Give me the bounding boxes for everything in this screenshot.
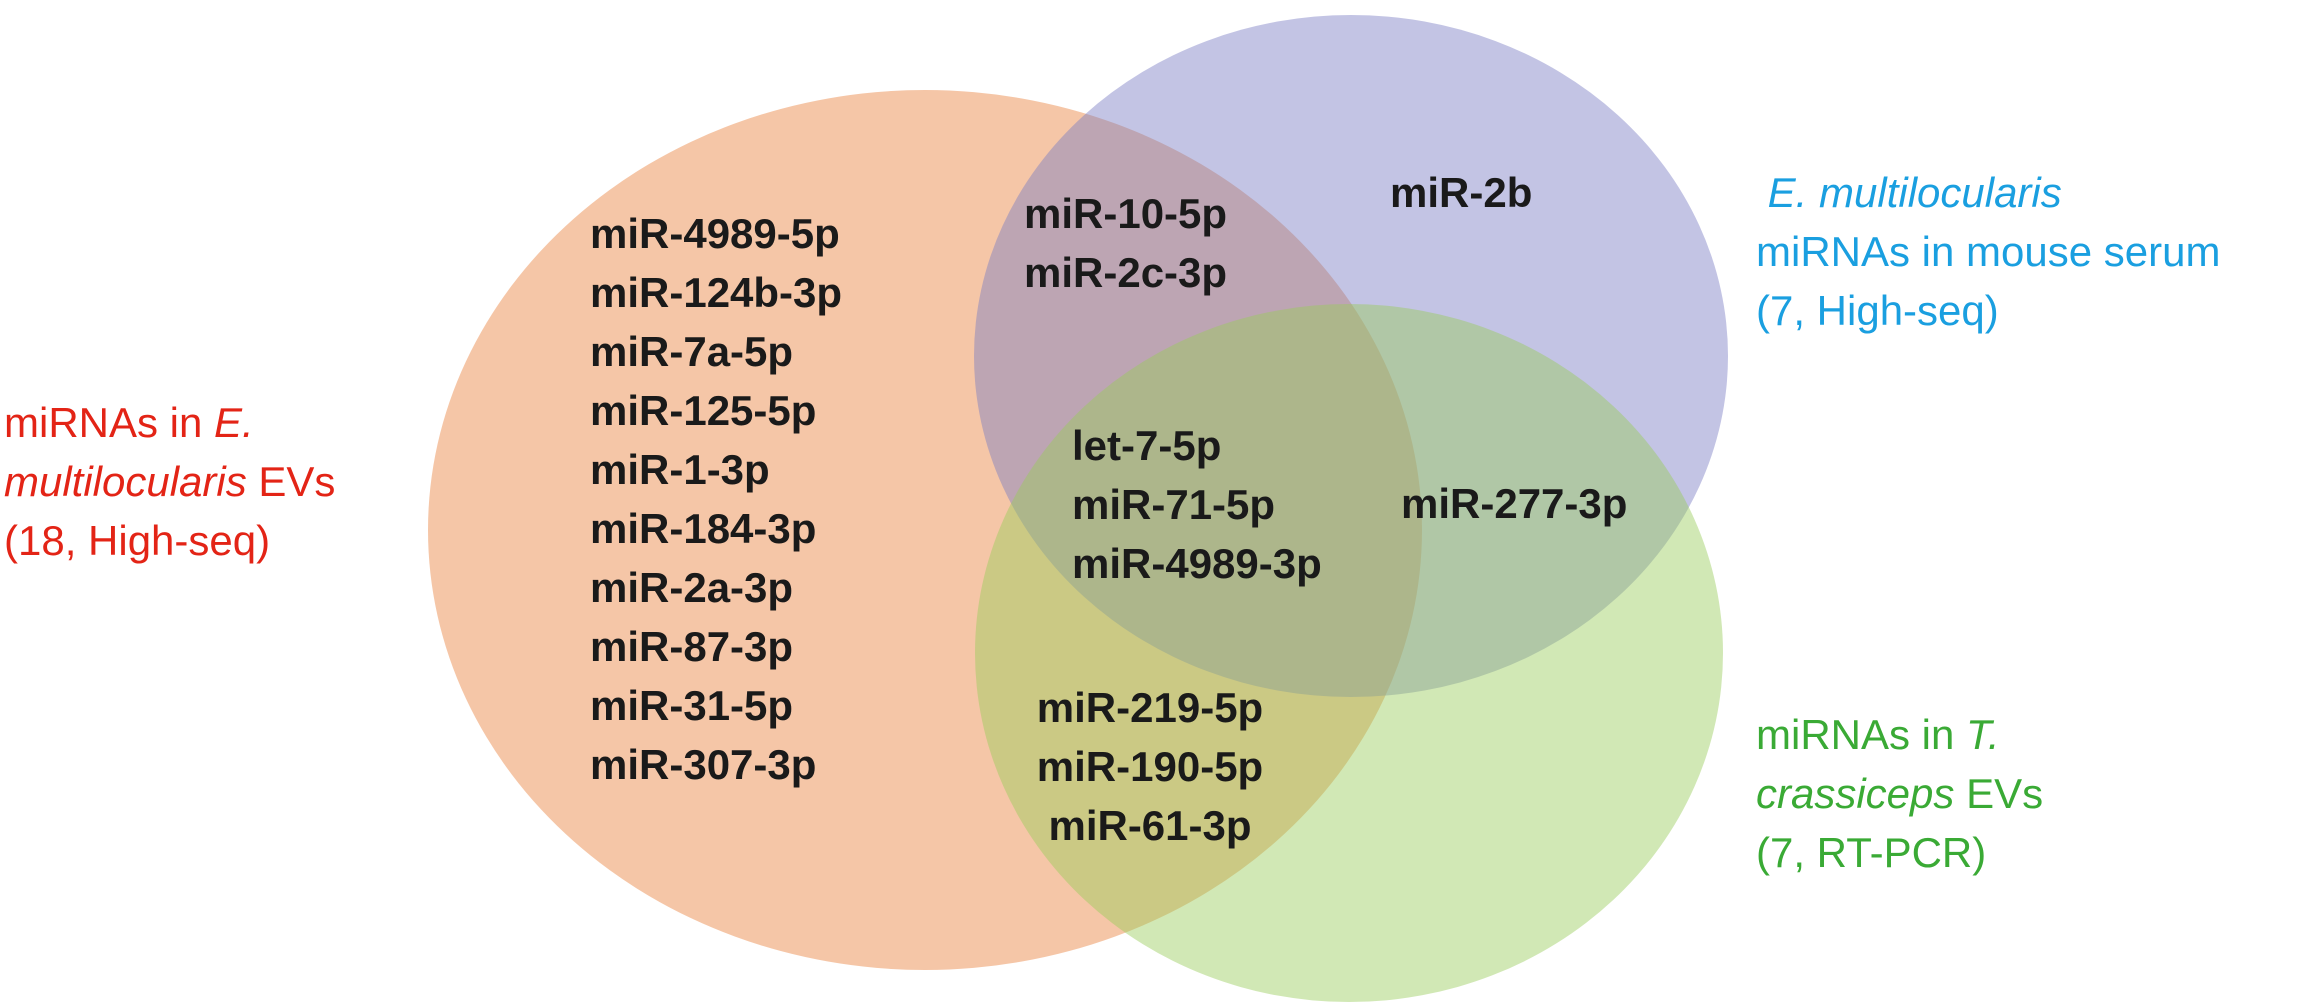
mirna-item: miR-87-3p: [590, 623, 793, 670]
mirna-item: miR-4989-5p: [590, 210, 840, 257]
mirna-item: miR-1-3p: [590, 446, 770, 493]
circle-tc-evs: [975, 304, 1723, 1002]
region-all-three: let-7-5p miR-71-5p miR-4989-3p: [1072, 422, 1322, 587]
label-run: EVs: [1954, 770, 2043, 817]
mirna-item: miR-219-5p: [1037, 684, 1263, 731]
mirna-item: miR-31-5p: [590, 682, 793, 729]
mirna-item: miR-2a-3p: [590, 564, 793, 611]
region-em-evs-and-serum: miR-10-5p miR-2c-3p: [1024, 190, 1227, 296]
label-run: miRNAs in: [1756, 711, 1966, 758]
mirna-item: miR-124b-3p: [590, 269, 842, 316]
label-run: miRNAs in: [4, 399, 214, 446]
mirna-item: miR-61-3p: [1048, 802, 1251, 849]
label-run: E. multilocularis: [1756, 169, 2062, 216]
mirna-item: miR-2b: [1390, 169, 1532, 216]
mirna-item: miR-184-3p: [590, 505, 816, 552]
label-tc-evs: miRNAs in T. crassiceps EVs (7, RT-PCR): [1756, 711, 2043, 876]
circle-em-serum: [974, 15, 1728, 697]
region-em-evs-and-tc: miR-219-5p miR-190-5p miR-61-3p: [1037, 684, 1263, 849]
region-em-evs-only: miR-4989-5p miR-124b-3p miR-7a-5p miR-125-5…: [590, 210, 842, 788]
label-em-serum: E. multilocularis miRNAs in mouse serum (7…: [1756, 169, 2220, 334]
mirna-item: miR-307-3p: [590, 741, 816, 788]
label-run: miRNAs in mouse serum: [1756, 228, 2220, 275]
mirna-item: miR-71-5p: [1072, 481, 1275, 528]
region-serum-and-tc: miR-277-3p: [1401, 480, 1627, 527]
mirna-item: let-7-5p: [1072, 422, 1221, 469]
region-serum-only: miR-2b: [1390, 169, 1532, 216]
mirna-item: miR-125-5p: [590, 387, 816, 434]
label-run: EVs: [247, 458, 336, 505]
label-run: multilocularis: [4, 458, 247, 505]
mirna-item: miR-7a-5p: [590, 328, 793, 375]
label-run: crassiceps: [1756, 770, 1954, 817]
mirna-item: miR-2c-3p: [1024, 249, 1227, 296]
label-em-evs: miRNAs in E. multilocularis EVs (18, High-…: [4, 399, 335, 564]
label-run: T.: [1966, 711, 1999, 758]
mirna-item: miR-10-5p: [1024, 190, 1227, 237]
mirna-item: miR-4989-3p: [1072, 540, 1322, 587]
mirna-item: miR-190-5p: [1037, 743, 1263, 790]
mirna-item: miR-277-3p: [1401, 480, 1627, 527]
label-run: (7, High-seq): [1756, 287, 1999, 334]
label-run: (18, High-seq): [4, 517, 270, 564]
label-run: E.: [214, 399, 254, 446]
circle-em-evs: [428, 90, 1422, 970]
label-run: (7, RT-PCR): [1756, 829, 1986, 876]
